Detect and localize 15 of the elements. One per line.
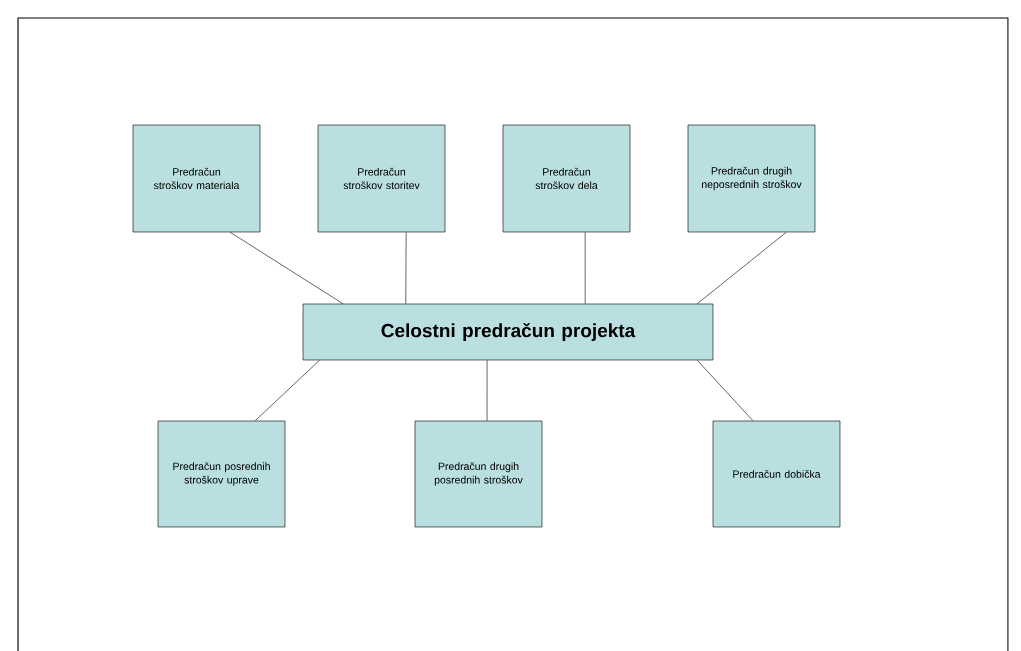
title-box: Celostni predračun projekta — [302, 303, 714, 361]
connector-line — [486, 360, 488, 421]
process-box: Predračun drugih posrednih stroškov — [414, 420, 543, 528]
process-box: Predračun stroškov dela — [502, 124, 631, 233]
process-box: Predračun dobička — [712, 420, 841, 528]
process-box: Predračun drugih neposrednih stroškov — [687, 124, 816, 233]
connector-line — [405, 232, 407, 304]
connector-line — [584, 232, 586, 304]
connector-line — [229, 232, 344, 304]
process-box: Predračun posrednih stroškov uprave — [157, 420, 286, 528]
connector-line — [697, 360, 754, 421]
connector-line — [254, 360, 320, 421]
process-box: Predračun stroškov materiala — [132, 124, 261, 233]
connector-line — [697, 232, 787, 304]
process-box: Predračun stroškov storitev — [317, 124, 446, 233]
